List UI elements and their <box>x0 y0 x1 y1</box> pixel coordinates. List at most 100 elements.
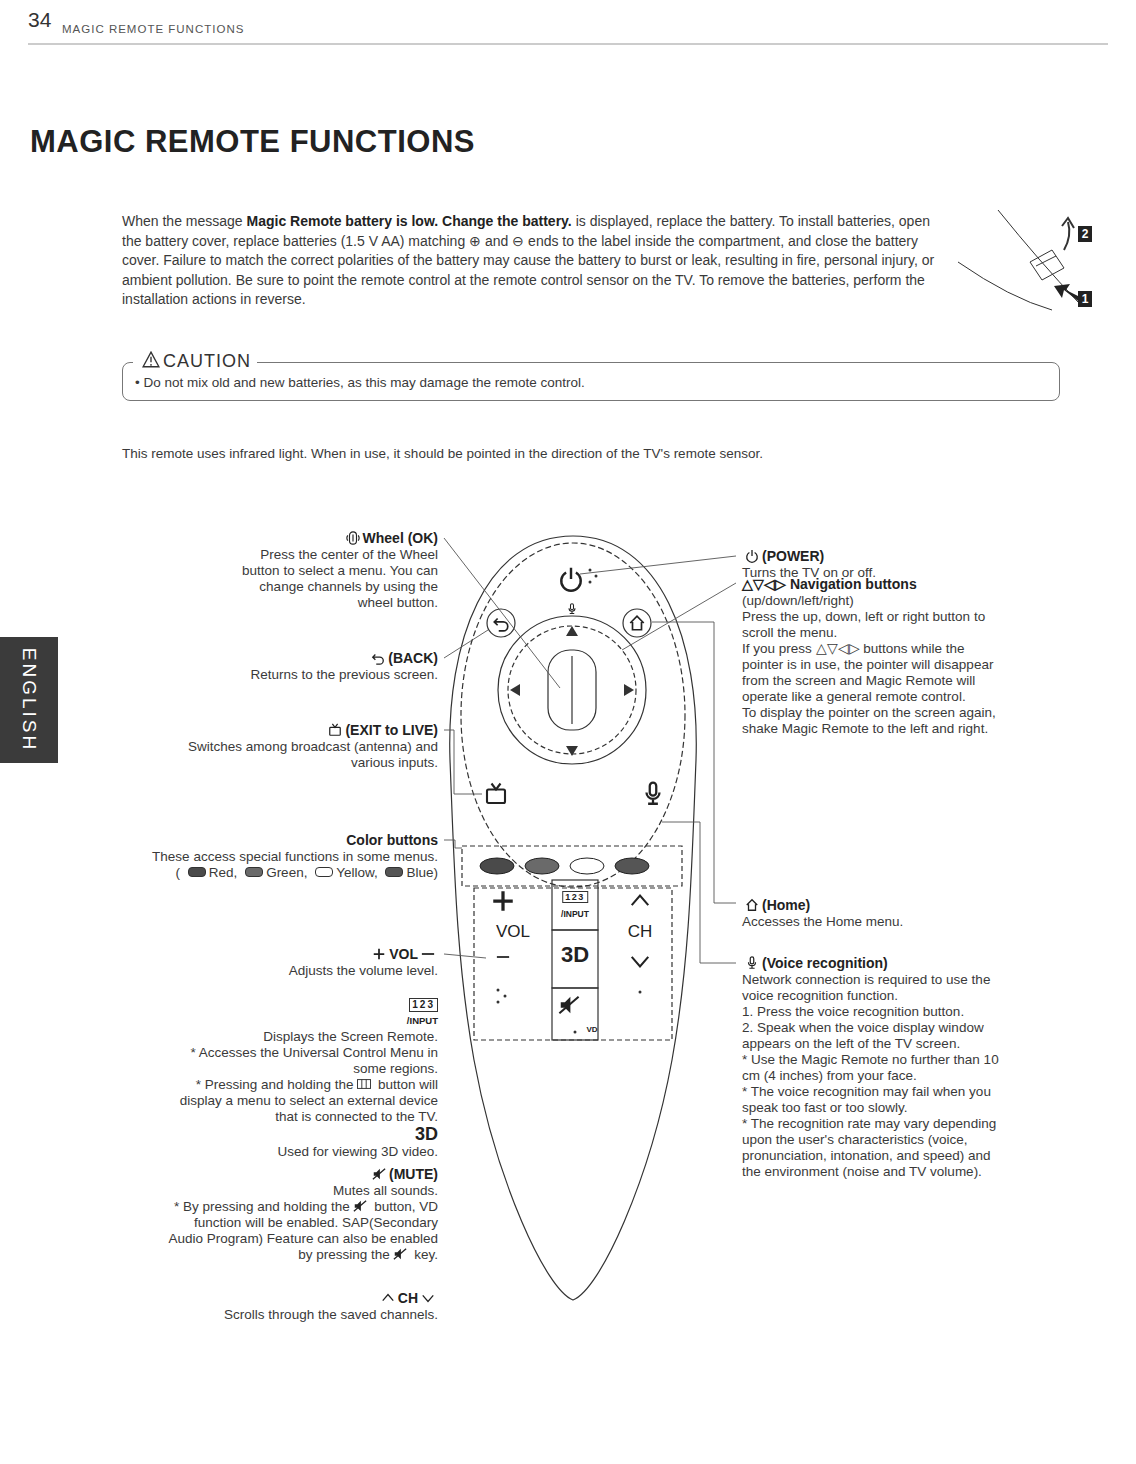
text-group: This remote uses infrared light. When in… <box>122 446 1072 462</box>
text-block: 2. Speak when the voice display window a… <box>742 1020 1004 1052</box>
label-box: 2 <box>1078 226 1092 242</box>
label-text: To display the pointer on the screen aga… <box>742 705 996 736</box>
label-text: (up/down/left/right) <box>742 593 854 608</box>
button-icon <box>381 1291 395 1305</box>
text-group: CHScrolls through the saved channels. <box>138 1290 438 1323</box>
label-text: Adjusts the volume level. <box>289 963 438 978</box>
label-text: Network connection is required to use th… <box>742 972 990 1003</box>
text-block: * The recognition rate may vary dependin… <box>742 1116 1004 1180</box>
text-group: (Voice recognition)Network connection is… <box>742 955 1004 1180</box>
button-icon <box>745 956 759 970</box>
label-text: 2. Speak when the voice display window a… <box>742 1020 984 1051</box>
button-icon <box>371 651 385 665</box>
label-text: 2 <box>1082 227 1089 241</box>
label-text: CH <box>628 922 653 941</box>
text-block: 123 <box>158 996 438 1012</box>
text-block: If you press △▽◁▷ buttons while the poin… <box>742 641 1004 705</box>
label-text: Scrolls through the saved channels. <box>224 1307 438 1322</box>
label-box: CH <box>628 922 653 942</box>
text-block: (up/down/left/right) <box>742 593 1004 609</box>
text-block: These access special functions in some m… <box>138 849 438 865</box>
button-icon <box>421 1291 435 1305</box>
label-text: This remote uses infrared light. When in… <box>122 446 763 461</box>
label-box: 3D <box>561 942 589 968</box>
label-text: Press the center of the Wheel button to … <box>242 547 438 610</box>
label-box: 1 <box>1078 291 1092 307</box>
text-block: CH <box>138 1290 438 1307</box>
label-text: /INPUT <box>561 909 589 919</box>
text-block: (Voice recognition) <box>742 955 1004 972</box>
button-icon <box>393 1247 407 1261</box>
box-text: • Do not mix old and new batteries, as t… <box>123 363 1059 400</box>
text-group: 123/INPUTDisplays the Screen Remote.* Ac… <box>158 996 438 1125</box>
button-icon <box>745 898 759 912</box>
label-text: (POWER) <box>762 548 824 564</box>
label-text: Mutes all sounds. <box>333 1183 438 1198</box>
text-block: (EXIT to LIVE) <box>158 722 438 739</box>
label-text: 3D <box>415 1124 438 1144</box>
color-swatch <box>245 867 263 877</box>
label-text: * Use the Magic Remote no further than 1… <box>742 1052 999 1083</box>
text-block: (MUTE) <box>158 1166 438 1183</box>
text-line: * By pressing and holding thebutton, VD … <box>158 1199 438 1263</box>
label-text: CH <box>398 1290 418 1306</box>
button-icon <box>421 947 435 961</box>
color-swatch <box>385 867 403 877</box>
label-text: Magic Remote battery is low. Change the … <box>247 213 572 229</box>
label-text: (Home) <box>762 897 810 913</box>
warning-icon <box>142 351 160 369</box>
label-text: ENGLISH <box>19 648 40 752</box>
label-text: * Pressing and holding the <box>196 1077 354 1092</box>
text-block: Used for viewing 3D video. <box>138 1144 438 1160</box>
text-block: Accesses the Home menu. <box>742 914 1004 930</box>
label-text: VOL <box>496 922 530 941</box>
text-line: * Pressing and holding thebutton will di… <box>158 1077 438 1125</box>
text-block: Switches among broadcast (antenna) and v… <box>158 739 438 771</box>
label-text: ( <box>176 865 181 880</box>
text-group: Wheel (OK)Press the center of the Wheel … <box>228 530 438 611</box>
text-group: VOLAdjusts the volume level. <box>138 946 438 979</box>
text-block: (BACK) <box>138 650 438 667</box>
text-block: △▽◁▷ Navigation buttons <box>742 576 1004 593</box>
label-text: MAGIC REMOTE FUNCTIONS <box>62 23 244 35</box>
text-block: Adjusts the volume level. <box>138 963 438 979</box>
text-block: This remote uses infrared light. When in… <box>122 446 1072 462</box>
label-text: Accesses the Home menu. <box>742 914 903 929</box>
label-text: Switches among broadcast (antenna) and v… <box>188 739 438 770</box>
box-heading: CAUTION <box>133 351 257 372</box>
label-text: 3D <box>561 942 589 967</box>
label-text: (MUTE) <box>389 1166 438 1182</box>
button-icon <box>372 1167 386 1181</box>
label-text: Color buttons <box>346 832 438 848</box>
button-icon <box>346 531 360 545</box>
text-group: (MUTE)Mutes all sounds.* By pressing and… <box>158 1166 438 1263</box>
label-text: (BACK) <box>388 650 438 666</box>
legend-entry: Yellow, <box>311 865 378 880</box>
text-block: VOL <box>138 946 438 963</box>
legend-text: Blue) <box>406 865 438 880</box>
label-text: Returns to the previous screen. <box>250 667 438 682</box>
text-block: Scrolls through the saved channels. <box>138 1307 438 1323</box>
text-line: When the messageMagic Remote battery is … <box>122 212 952 310</box>
label-text: * The voice recognition may fail when yo… <box>742 1084 991 1115</box>
button-icon <box>328 723 342 737</box>
color-swatch <box>188 867 206 877</box>
button-icon <box>357 1077 371 1091</box>
text-block: (POWER) <box>742 548 1004 565</box>
label-text: 34 <box>28 8 51 31</box>
label-text: (Voice recognition) <box>762 955 888 971</box>
text-block: Press the center of the Wheel button to … <box>228 547 438 611</box>
label-text: VD <box>586 1025 597 1034</box>
label-box: 123 <box>562 886 588 904</box>
text-block: Color buttons <box>138 832 438 849</box>
legend-entry: Red, <box>184 865 238 880</box>
legend-text: Green, <box>266 865 307 880</box>
label-text: VOL <box>389 946 418 962</box>
label-text: * The recognition rate may vary dependin… <box>742 1116 996 1179</box>
caution-box: CAUTION• Do not mix old and new batterie… <box>122 362 1060 401</box>
text-block: Wheel (OK) <box>228 530 438 547</box>
text-block: * Accesses the Universal Control Menu in… <box>158 1045 438 1077</box>
legend-text: Red, <box>209 865 238 880</box>
label-box: /INPUT <box>561 903 589 921</box>
text-block: (Home) <box>742 897 1004 914</box>
